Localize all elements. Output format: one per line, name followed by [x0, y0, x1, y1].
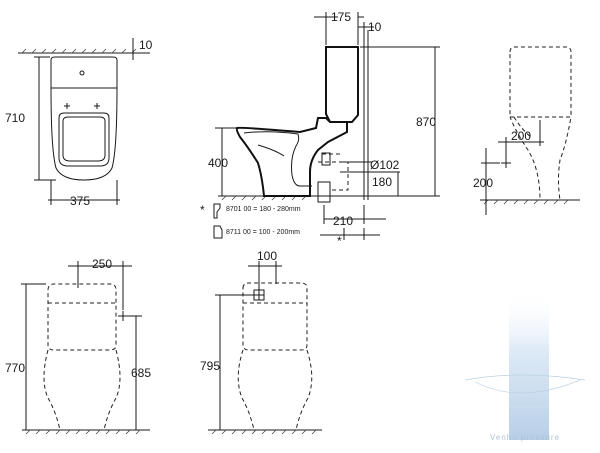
- dim-front-a-spacing: 250: [92, 257, 112, 271]
- top-view: 710 375 10: [5, 38, 153, 208]
- dim-outlet-height: 180: [372, 175, 392, 189]
- side-view: 175 10 870 400 Ø102 180 210 * * 8701 00: [200, 10, 440, 248]
- dim-front-a-inlet: 685: [131, 366, 151, 380]
- note-star: *: [200, 203, 205, 217]
- dim-star: *: [337, 234, 342, 248]
- dim-inlet-height: 200: [473, 176, 493, 190]
- dim-outlet-diameter: Ø102: [370, 158, 400, 172]
- front-view-a: 250 770 685: [5, 257, 151, 435]
- front-view-b: 100 795: [200, 249, 322, 435]
- dim-cistern-depth: 175: [331, 10, 351, 24]
- dim-seat-height: 400: [208, 156, 228, 170]
- dim-top-offset: 10: [139, 38, 153, 52]
- dim-front-b-spacing: 100: [257, 249, 277, 263]
- dim-inlet-offset: 200: [511, 129, 531, 143]
- watermark-text: Venhu pressure: [490, 433, 560, 442]
- dim-top-depth: 710: [5, 111, 25, 125]
- note-part-2: 8711 00 = 100 - 200mm: [226, 229, 300, 236]
- dim-outlet-offset: 210: [333, 214, 353, 228]
- dim-front-b-height: 795: [200, 359, 220, 373]
- dim-front-a-height: 770: [5, 361, 25, 375]
- note-part-1: 8701 00 = 180 - 280mm: [226, 206, 301, 213]
- dim-total-height: 870: [416, 115, 436, 129]
- dim-top-width: 375: [70, 194, 90, 208]
- dim-wall-gap: 10: [368, 20, 382, 34]
- right-view: 200 200: [473, 46, 580, 215]
- watermark: Venhu pressure: [464, 290, 586, 442]
